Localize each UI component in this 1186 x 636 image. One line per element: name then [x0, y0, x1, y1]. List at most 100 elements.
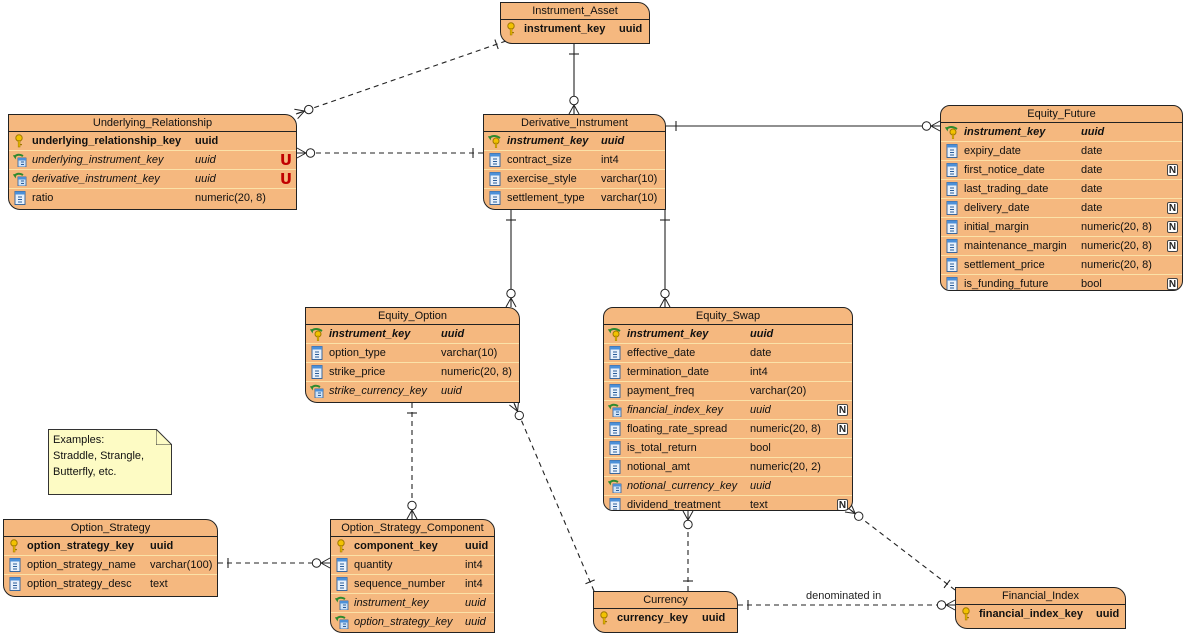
column-name: last_trading_date [964, 183, 1049, 195]
column-name: first_notice_date [964, 164, 1045, 176]
column-type: numeric(20, 8) [1081, 240, 1152, 252]
note-line: Examples: [53, 434, 105, 446]
column-icon [488, 191, 502, 205]
nullable-badge-icon: N [837, 404, 848, 416]
column-name: strike_price [329, 366, 386, 378]
primary-foreign-key-icon [608, 327, 622, 342]
foreign-key-icon [13, 172, 27, 187]
note-examples[interactable]: Examples: Straddle, Strangle, Butterfly,… [48, 429, 172, 495]
primary-foreign-key-icon [310, 327, 324, 342]
column-name: option_type [329, 347, 386, 359]
crows-foot-mark [664, 297, 671, 308]
column-name: floating_rate_spread [627, 423, 728, 435]
column-icon [13, 191, 27, 205]
zero-cardinality-mark [921, 121, 932, 131]
crows-foot-mark [687, 510, 694, 521]
column-name: financial_index_key [979, 608, 1083, 620]
zero-cardinality-mark [304, 104, 314, 115]
column-name: instrument_key [627, 328, 709, 340]
note-fold-icon [156, 429, 172, 445]
column-type: uuid [702, 612, 726, 624]
column-icon [608, 441, 622, 455]
nullable-badge-icon: N [1167, 221, 1178, 233]
crows-foot-mark [505, 297, 512, 308]
column-type: uuid [465, 540, 489, 552]
column-type: numeric(20, 2) [750, 461, 821, 473]
column-type: varchar(10) [601, 173, 658, 185]
column-row[interactable]: exercise_style varchar(10) [484, 170, 665, 189]
column-name: delivery_date [964, 202, 1030, 214]
relationship-line [513, 402, 595, 592]
column-icon [8, 558, 22, 572]
column-type: uuid [441, 328, 465, 340]
column-type: numeric(20, 8) [195, 192, 266, 204]
column-type: uuid [750, 480, 771, 492]
column-name: exercise_style [507, 173, 577, 185]
column-name: expiry_date [964, 145, 1021, 157]
column-name: payment_freq [627, 385, 695, 397]
entity-title: Instrument_Asset [501, 3, 649, 20]
column-name: effective_date [627, 347, 696, 359]
crows-foot-mark [411, 509, 418, 520]
primary-foreign-key-icon [488, 134, 502, 149]
column-icon [945, 220, 959, 234]
entity-title: Derivative_Instrument [484, 115, 665, 132]
zero-cardinality-mark [683, 519, 693, 530]
column-name: dividend_treatment [627, 499, 721, 511]
crows-foot-mark [945, 604, 956, 611]
column-type: uuid [465, 597, 486, 609]
entity-title: Option_Strategy_Component [331, 520, 494, 537]
